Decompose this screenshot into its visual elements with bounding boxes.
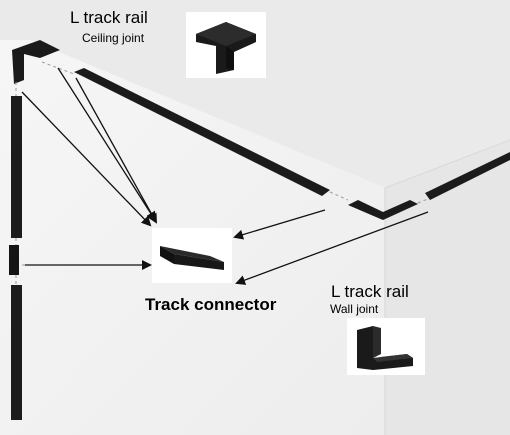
ceiling [0, 0, 510, 188]
corner-wall-joint [348, 200, 418, 220]
ceiling-joint-photo [186, 12, 266, 78]
wall-connector-gap [9, 245, 19, 275]
ceiling-corner-joint [12, 40, 60, 84]
arrow-5 [235, 211, 429, 285]
wall-rail-bottom [11, 285, 22, 420]
right-ceiling-rail [425, 152, 510, 200]
ceiling-rail [74, 68, 330, 196]
arrow-4 [233, 209, 326, 240]
wall-joint-title: L track rail [331, 282, 409, 301]
wall-joint-photo [347, 318, 425, 375]
arrow-3 [75, 77, 157, 224]
arrow-2 [57, 67, 157, 222]
track-connector-label: Track connector [145, 295, 277, 314]
ceiling-joint-title: L track rail [70, 8, 148, 27]
track-connector-photo [152, 228, 232, 283]
arrow-1 [21, 91, 152, 227]
ceiling-joint-subtitle: Ceiling joint [82, 31, 145, 45]
wall-joint-subtitle: Wall joint [330, 302, 379, 316]
wall-rail-top [11, 96, 22, 238]
